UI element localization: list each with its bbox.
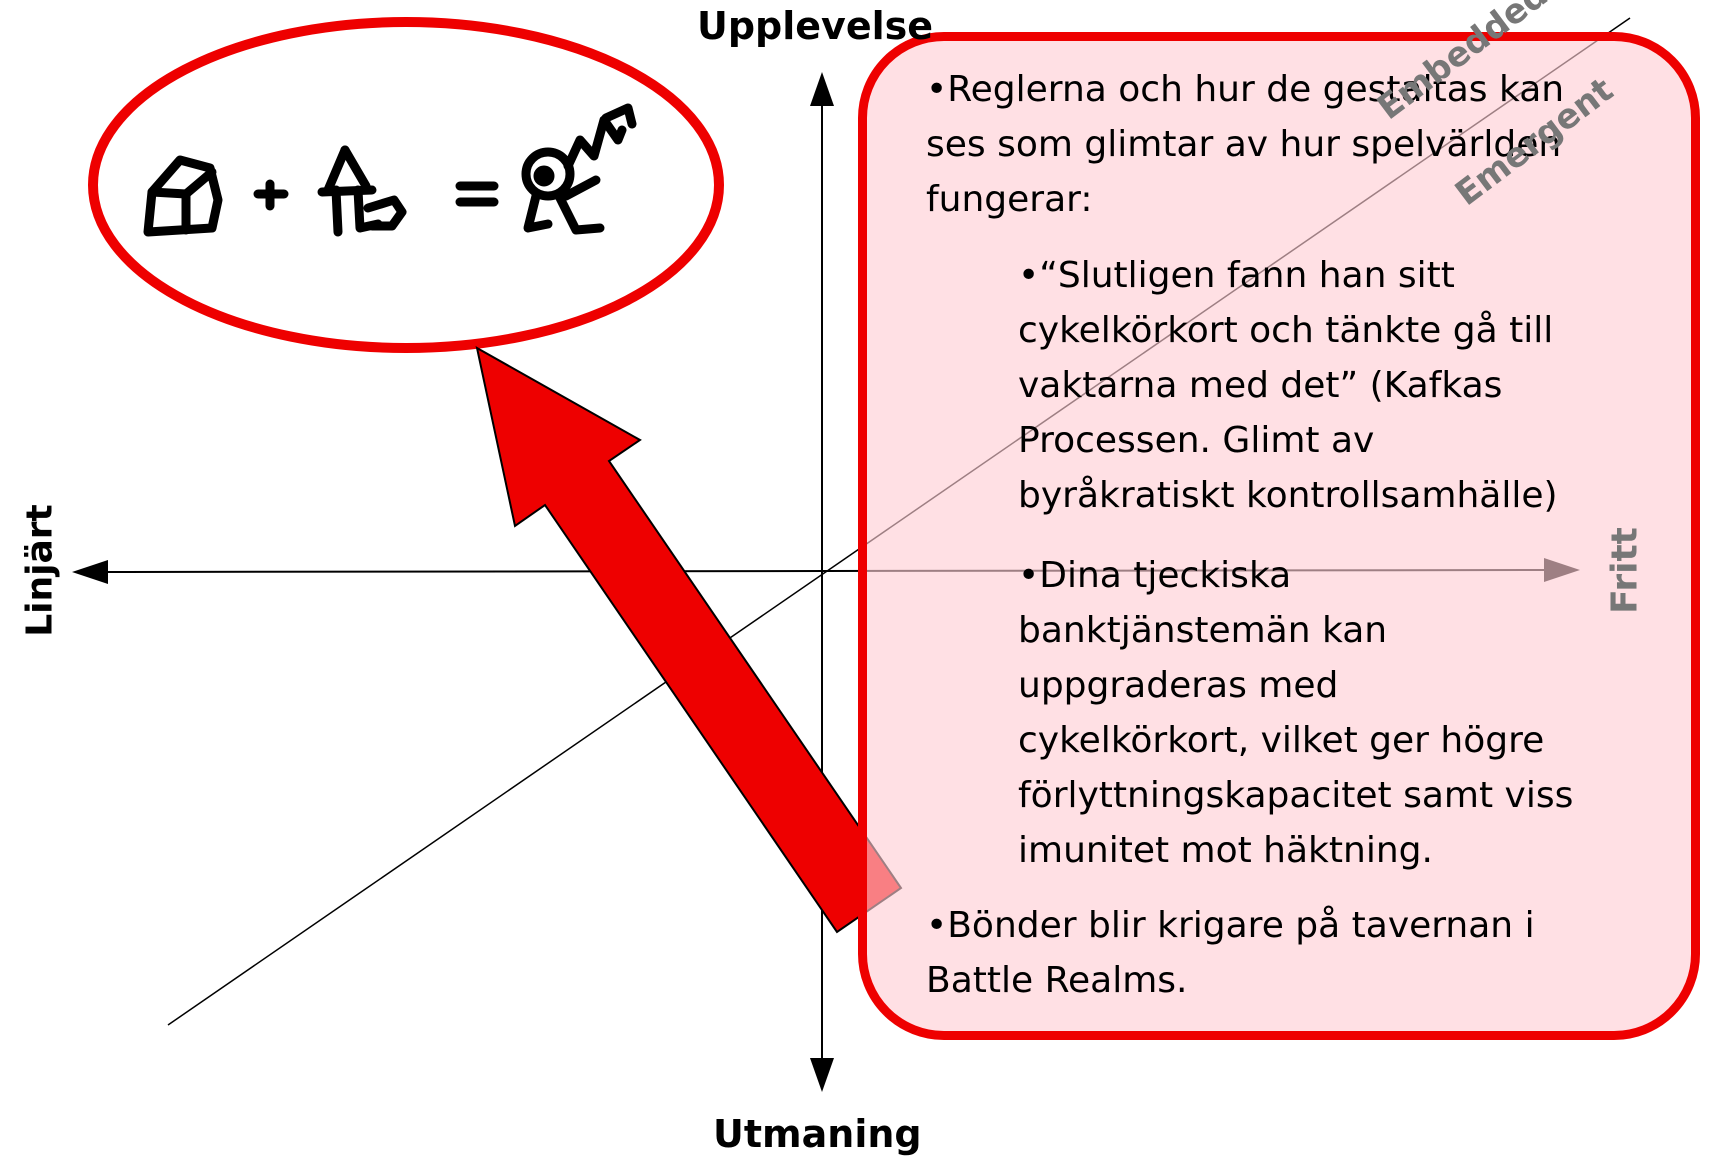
doodle-equation (143, 103, 637, 237)
horizontal-axis-left-arrow (72, 560, 108, 584)
axis-label-bottom: Utmaning (713, 1112, 922, 1156)
callout-paragraph-2: •“Slutligen fann han sitt cykelkörkort o… (1018, 255, 1558, 516)
vertical-axis-up-arrow (810, 72, 834, 106)
equals-sign-icon (455, 181, 499, 207)
callout-paragraph-4: •Bönder blir krigare på tavernan i Battl… (926, 905, 1535, 1001)
axis-label-left: Linjärt (19, 504, 61, 637)
axis-label-right: Fritt (1604, 527, 1646, 614)
rules-callout-box (858, 32, 1700, 1040)
highlight-ellipse (88, 17, 724, 353)
plus-sign-icon (253, 179, 289, 211)
warrior-doodle-icon (521, 103, 637, 235)
axis-label-top: Upplevelse (697, 4, 934, 48)
big-red-arrow (475, 346, 903, 934)
figure-doodle-icon (317, 145, 407, 237)
vertical-axis-down-arrow (810, 1058, 834, 1092)
house-doodle-icon (143, 155, 223, 237)
callout-paragraph-1: •Reglerna och hur de gestaltas kan ses s… (926, 69, 1565, 220)
callout-paragraph-3: •Dina tjeckiska banktjänstemän kan uppgr… (1018, 555, 1574, 871)
